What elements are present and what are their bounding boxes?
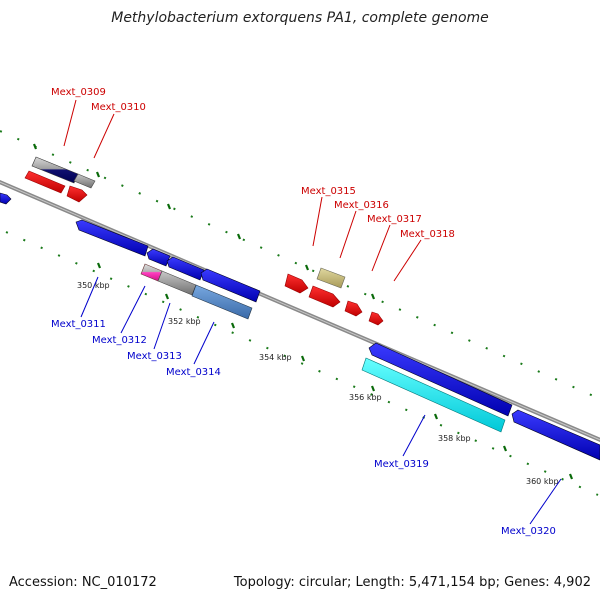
feature-mext-0310[interactable] (24, 170, 88, 203)
tick-label-358: 358 kbp (438, 434, 471, 443)
label-mext-0309[interactable]: Mext_0309 (51, 87, 106, 98)
feature-mext-0319[interactable] (361, 342, 513, 433)
reverse-leaders (80, 276, 562, 525)
label-mext-0310[interactable]: Mext_0310 (91, 102, 146, 113)
tick-label-356: 356 kbp (349, 393, 382, 402)
feature-mext-0314[interactable] (191, 268, 261, 320)
label-mext-0317[interactable]: Mext_0317 (367, 214, 422, 225)
label-mext-0318[interactable]: Mext_0318 (400, 229, 455, 240)
accession-text: Accession: NC_010172 (9, 575, 157, 590)
tick-label-352: 352 kbp (168, 317, 201, 326)
label-mext-0311[interactable]: Mext_0311 (51, 319, 106, 330)
genome-summary-text: Topology: circular; Length: 5,471,154 bp… (233, 575, 591, 590)
tick-label-354: 354 kbp (259, 353, 292, 362)
label-mext-0319[interactable]: Mext_0319 (374, 459, 429, 470)
feature-mext-0317[interactable] (344, 300, 363, 317)
label-mext-0315[interactable]: Mext_0315 (301, 186, 356, 197)
label-mext-0320[interactable]: Mext_0320 (501, 526, 556, 537)
feature-mext-0311[interactable] (75, 219, 149, 257)
feature-mext-0315[interactable] (284, 273, 309, 294)
feature-mext-0309[interactable] (31, 156, 96, 189)
feature-mext-0312[interactable] (140, 248, 171, 282)
feature-mext-0313[interactable] (157, 256, 205, 296)
map-title: Methylobacterium extorquens PA1, complet… (111, 10, 489, 26)
label-mext-0314[interactable]: Mext_0314 (166, 367, 221, 378)
tick-row-outer (0, 130, 599, 399)
label-mext-0316[interactable]: Mext_0316 (334, 200, 389, 211)
feature-mext-0318[interactable] (368, 311, 384, 326)
feature-mext-0316[interactable] (316, 267, 346, 289)
tick-row-inner (5, 231, 599, 496)
label-mext-0312[interactable]: Mext_0312 (92, 335, 147, 346)
label-mext-0313[interactable]: Mext_0313 (127, 351, 182, 362)
tick-label-360: 360 kbp (526, 477, 559, 486)
major-ticks (32, 143, 574, 480)
forward-leaders (63, 99, 422, 282)
feature-mext-0320[interactable] (511, 409, 600, 461)
tick-label-350: 350 kbp (77, 281, 110, 290)
feature-mext-0316b[interactable] (308, 285, 341, 308)
feature-left-edge[interactable] (0, 192, 12, 205)
